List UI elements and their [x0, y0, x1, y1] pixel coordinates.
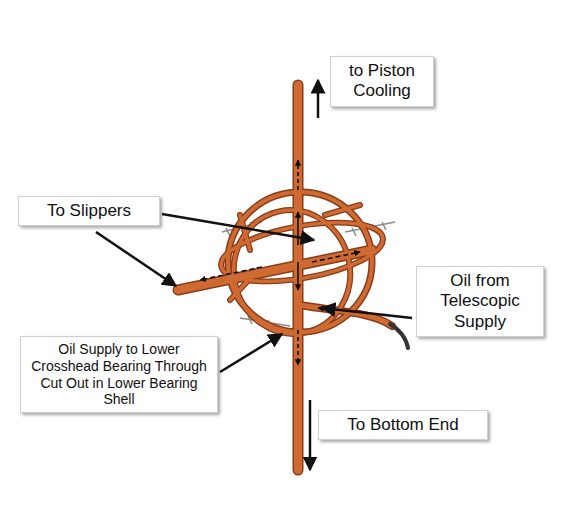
- telescopic-hose: [390, 324, 408, 348]
- callout-box: to Piston Cooling: [330, 56, 434, 107]
- callout-text: To Slippers: [25, 201, 153, 221]
- callout-text: To Bottom End: [325, 415, 481, 435]
- callout-box: To Slippers: [18, 196, 160, 226]
- callout-text: Oil from Telescopic Supply: [423, 271, 537, 332]
- callout-text: to Piston Cooling: [337, 61, 427, 102]
- callout-box: To Bottom End: [318, 410, 488, 440]
- callout-box: Oil Supply to Lower Crosshead Bearing Th…: [20, 336, 218, 413]
- callout-text: Oil Supply to Lower Crosshead Bearing Th…: [27, 341, 211, 408]
- callout-box: Oil from Telescopic Supply: [416, 266, 544, 337]
